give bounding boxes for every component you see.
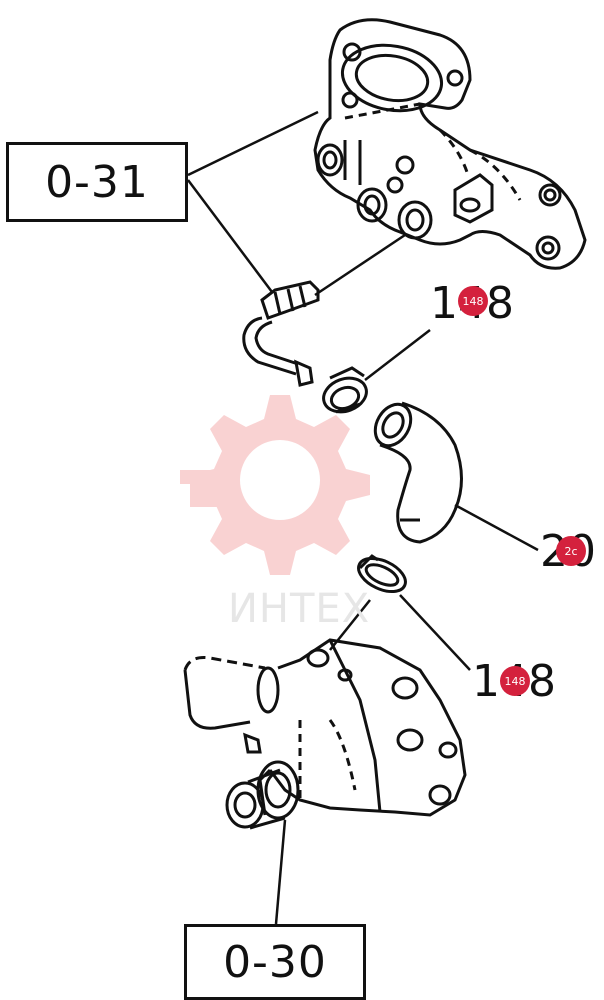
- leader-bottom: [274, 819, 287, 925]
- leader-hose: [454, 503, 539, 552]
- upper-clamp-drawing: [322, 366, 368, 414]
- pipe-bolt-drawing: [242, 280, 320, 387]
- water-pump-drawing: [183, 638, 467, 830]
- leader-lines-top: [187, 110, 406, 297]
- group-label-bottom: 0-30: [184, 924, 366, 1000]
- watermark-text: ИНТЕХ: [228, 586, 371, 632]
- group-label-top: 0-31: [6, 142, 188, 222]
- leader-clamp-lower: [399, 594, 471, 671]
- watermark-gear-icon: [180, 395, 370, 575]
- thermostat-housing-drawing: [313, 18, 587, 270]
- badge-clamp-lower[interactable]: 148: [500, 666, 530, 696]
- hose-drawing: [373, 401, 463, 544]
- lower-clamp-drawing: [357, 554, 407, 594]
- leader-clamp-upper: [364, 329, 431, 381]
- badge-clamp-upper[interactable]: 148: [458, 286, 488, 316]
- badge-hose[interactable]: 2c: [556, 536, 586, 566]
